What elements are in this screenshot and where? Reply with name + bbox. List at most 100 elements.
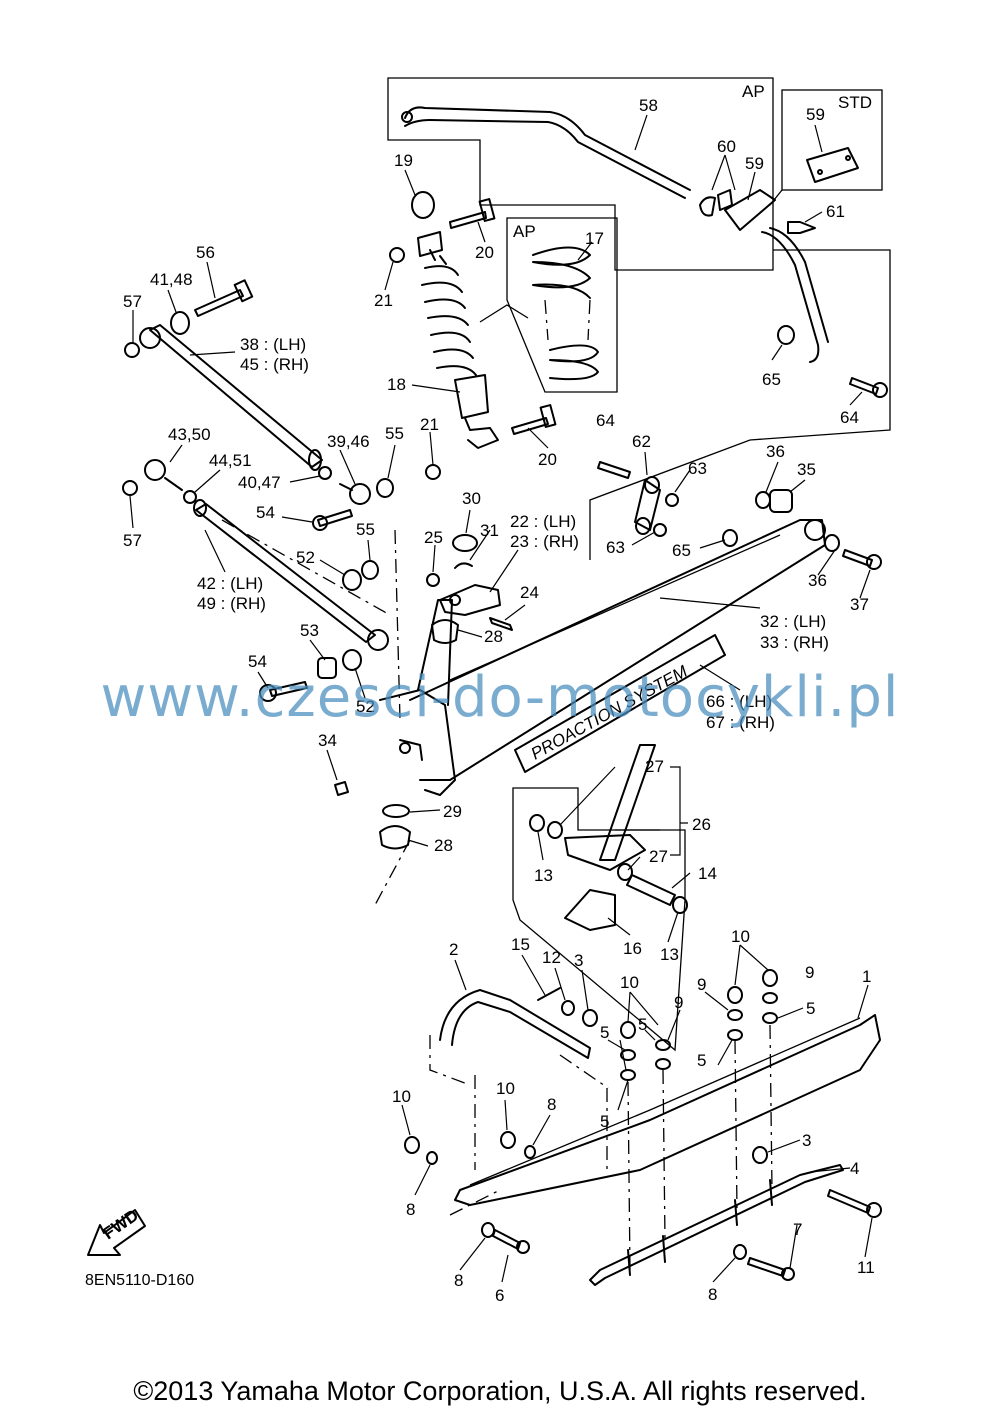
callout-9-a: 9 <box>697 975 706 994</box>
bolt-56 <box>194 279 254 317</box>
rod-end-39-46 <box>339 483 371 505</box>
callout-24: 24 <box>520 583 539 602</box>
nut-10-c <box>620 1021 636 1039</box>
callout-labels: 58 60 59 59 61 19 20 17 21 56 41,48 57 3… <box>123 96 875 1305</box>
callout-53: 53 <box>300 621 319 640</box>
callout-8-a: 8 <box>547 1095 556 1114</box>
stabilizer-bar-58 <box>401 106 691 199</box>
collar-53 <box>317 657 337 679</box>
callout-43-50: 43,50 <box>168 425 211 444</box>
callout-52-bottom: 52 <box>356 697 375 716</box>
callout-55-top: 55 <box>385 424 404 443</box>
callout-13-left: 13 <box>534 866 553 885</box>
callout-57-top: 57 <box>123 292 142 311</box>
bolt-20-bottom <box>511 404 557 435</box>
callout-60: 60 <box>717 137 736 156</box>
shock-absorber-18 <box>411 191 499 449</box>
rod-end-43-50 <box>144 459 183 491</box>
bushing-28-bottom <box>379 825 411 850</box>
ap-option-box <box>387 77 891 560</box>
callout-14: 14 <box>698 864 717 883</box>
callout-22: 22 : (LH) <box>510 512 576 531</box>
callout-54-top: 54 <box>256 503 275 522</box>
callout-36-bottom: 36 <box>808 571 827 590</box>
callout-66: 66 : (LH) <box>706 692 772 711</box>
callout-12: 12 <box>542 948 561 967</box>
nut-10-a <box>404 1136 420 1154</box>
callout-42: 42 : (LH) <box>197 574 263 593</box>
bolt-37 <box>842 549 882 570</box>
collar-12 <box>561 1000 575 1016</box>
bolt-64-left <box>597 461 631 479</box>
nut-40-47 <box>318 466 332 480</box>
callout-26: 26 <box>692 815 711 834</box>
nut-25 <box>426 573 440 587</box>
callout-27-top: 27 <box>645 757 664 776</box>
callout-20-bottom: 20 <box>538 450 557 469</box>
callout-28-bottom: 28 <box>434 836 453 855</box>
bolt-64-right <box>849 377 888 398</box>
bushing-27-left <box>547 821 563 839</box>
bolt-24 <box>489 617 513 631</box>
callout-38: 38 : (LH) <box>240 335 306 354</box>
stopper-16 <box>564 889 616 931</box>
bushing-52-top <box>342 569 362 591</box>
nut-63-bottom <box>653 523 667 537</box>
callout-41-48: 41,48 <box>150 270 193 289</box>
callout-49: 49 : (RH) <box>197 594 266 613</box>
callout-6: 6 <box>495 1286 504 1305</box>
callout-40-47: 40,47 <box>238 473 281 492</box>
callout-21-top: 21 <box>374 291 393 310</box>
spring-detail-box <box>479 217 618 393</box>
callout-10-top-right: 10 <box>731 927 750 946</box>
callout-5-d: 5 <box>600 1112 609 1131</box>
bushing-35 <box>769 489 793 513</box>
nut-65-bottom <box>722 529 738 547</box>
steering-bracket-box <box>512 787 686 1052</box>
callout-9-d: 5 <box>600 1023 609 1042</box>
callout-59: 59 <box>745 154 764 173</box>
stabilizer-link-arm <box>761 227 829 363</box>
collar-13-left <box>529 814 545 832</box>
callout-5-c: 5 <box>697 1051 706 1070</box>
callout-16: 16 <box>623 939 642 958</box>
washer-8-c <box>733 1244 747 1260</box>
bracket-59-60 <box>699 189 776 231</box>
bolt-61 <box>787 221 816 234</box>
callout-56: 56 <box>196 243 215 262</box>
collar-55-top <box>376 478 394 498</box>
spring-17 <box>532 246 599 381</box>
bolt-54-top <box>312 509 353 531</box>
callout-28-top: 28 <box>484 627 503 646</box>
callout-21-bottom: 21 <box>420 415 439 434</box>
callout-13-right: 13 <box>660 945 679 964</box>
callout-1: 1 <box>862 967 871 986</box>
callout-19: 19 <box>394 151 413 170</box>
nut-10-d <box>727 986 743 1004</box>
std-box-label: STD <box>838 93 872 112</box>
bolt-6 <box>492 1229 530 1254</box>
spindle-26 <box>564 744 656 871</box>
callout-54-bottom: 54 <box>248 652 267 671</box>
plate-59-std <box>806 147 859 183</box>
callout-3-right: 3 <box>802 1131 811 1150</box>
callout-34: 34 <box>318 731 337 750</box>
brand-text: PROACTION SYSTEM <box>528 661 692 763</box>
copyright-notice: ©2013 Yamaha Motor Corporation, U.S.A. A… <box>133 1376 867 1406</box>
callout-35: 35 <box>797 460 816 479</box>
bolt-11 <box>827 1189 882 1218</box>
callout-63-top: 63 <box>688 459 707 478</box>
cap-30 <box>452 534 478 552</box>
nut-57-bottom <box>122 480 138 496</box>
ski-leg-assembly <box>379 599 456 796</box>
washer-8-a <box>426 1151 438 1165</box>
washer-8-d <box>481 1222 495 1238</box>
bushing-52-bottom <box>342 649 362 671</box>
ski-1 <box>454 1014 881 1206</box>
callout-3-top: 3 <box>574 951 583 970</box>
callout-59-std: 59 <box>806 105 825 124</box>
callout-20-top: 20 <box>475 243 494 262</box>
callout-31: 31 <box>480 521 499 540</box>
bolt-7 <box>747 1257 795 1281</box>
bushing-28-top <box>431 619 459 644</box>
